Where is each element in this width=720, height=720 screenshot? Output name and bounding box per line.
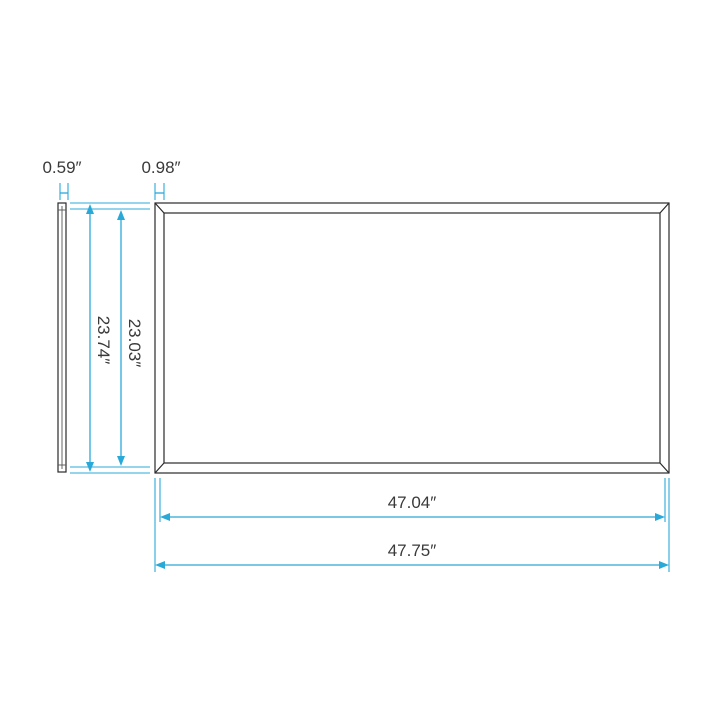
dimension-side-depth: 0.59″ xyxy=(42,158,82,200)
arrowhead-down xyxy=(86,462,94,472)
arrowhead-right xyxy=(655,513,665,521)
side-profile-outer xyxy=(57,202,67,473)
arrowhead-left xyxy=(160,513,170,521)
panel-corner-bottom-right xyxy=(659,462,670,474)
dimension-outer-height: 23.74″ xyxy=(86,204,113,472)
outer-width-label: 47.75″ xyxy=(388,541,437,560)
frame-width-label: 0.98″ xyxy=(141,158,180,177)
side-profile-view xyxy=(57,202,67,473)
side-depth-label: 0.59″ xyxy=(42,158,81,177)
panel-inner-frame xyxy=(163,212,661,464)
dimension-frame-width: 0.98″ xyxy=(141,158,181,200)
panel-outer-frame xyxy=(154,202,670,474)
dimension-outer-width: 47.75″ xyxy=(155,541,669,569)
vertical-extension-lines xyxy=(70,202,150,474)
arrowhead-left xyxy=(155,561,165,569)
arrowhead-right xyxy=(659,561,669,569)
outer-height-label: 23.74″ xyxy=(94,316,113,365)
dimension-inner-height: 23.03″ xyxy=(117,210,144,466)
panel-corner-bottom-left xyxy=(154,462,165,474)
arrowhead-up xyxy=(86,204,94,214)
horizontal-extension-lines xyxy=(154,478,670,572)
panel-corner-top-left xyxy=(154,202,165,214)
dimension-inner-width: 47.04″ xyxy=(160,493,665,521)
arrowhead-up xyxy=(117,210,125,220)
inner-width-label: 47.04″ xyxy=(388,493,437,512)
arrowhead-down xyxy=(117,456,125,466)
inner-height-label: 23.03″ xyxy=(125,319,144,368)
panel-corner-top-right xyxy=(659,202,670,214)
front-panel-view xyxy=(154,202,670,474)
